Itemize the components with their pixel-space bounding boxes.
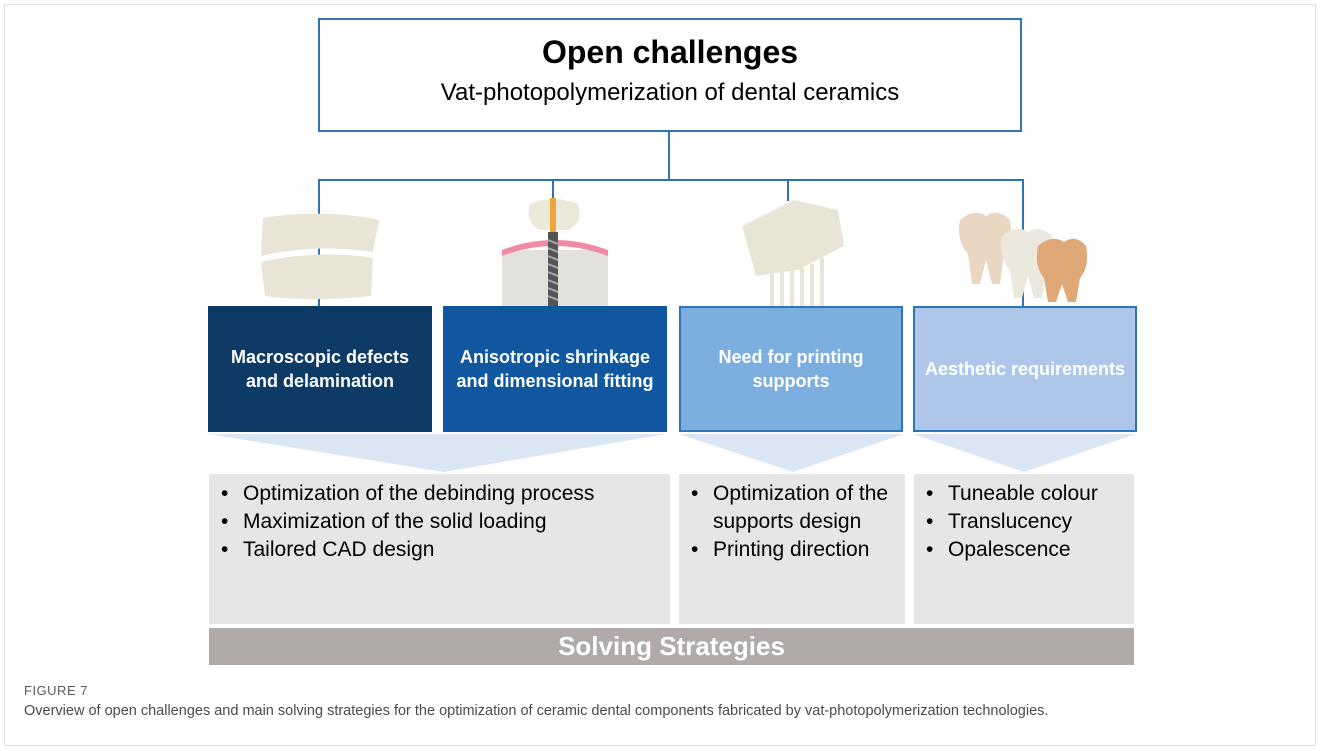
strategy-item: Tailored CAD design [219,536,660,564]
delaminated-crown-icon [261,213,379,299]
strategy-box-2: Optimization of the supports design Prin… [679,474,905,624]
solving-strategies-bar: Solving Strategies [209,628,1134,665]
challenge-macroscopic-defects: Macroscopic defects and delamination [208,306,432,432]
funnel-arrows [208,434,1136,472]
challenge-anisotropic-shrinkage: Anisotropic shrinkage and dimensional fi… [443,306,667,432]
teeth-shades-icon [959,212,1088,302]
figure-caption: Overview of open challenges and main sol… [24,703,1049,719]
funnel-arrow-left [208,434,666,472]
connector-trunk [668,132,670,180]
figure-label: FIGURE 7 [24,683,88,698]
connector-drop-3 [787,179,789,201]
dental-implant-icon [502,198,608,316]
strategy-item: Tuneable colour [924,480,1124,508]
strategy-item: Optimization of the supports design [689,480,895,536]
challenge-label: Need for printing supports [718,347,864,391]
strategy-box-3: Tuneable colour Translucency Opalescence [914,474,1134,624]
strategy-item: Translucency [924,508,1124,536]
diagram-subtitle: Vat-photopolymerization of dental cerami… [440,79,900,106]
title-box: Open challenges Vat-photopolymerization … [318,18,1022,132]
challenge-label: Anisotropic shrinkage and dimensional fi… [456,347,654,391]
strategy-item: Opalescence [924,536,1124,564]
challenge-label: Aesthetic requirements [924,359,1126,379]
funnel-arrow-right [913,434,1136,472]
printing-supports-icon [730,200,846,312]
strategy-box-1: Optimization of the debinding process Ma… [209,474,670,624]
connector-horizontal [318,179,1024,181]
challenge-printing-supports: Need for printing supports [679,306,903,432]
challenge-label: Macroscopic defects and delamination [230,347,410,391]
strategy-item: Maximization of the solid loading [219,508,660,536]
strategy-item: Optimization of the debinding process [219,480,660,508]
diagram-title: Open challenges [541,34,799,70]
connector-drop-2 [552,179,554,201]
strategy-item: Printing direction [689,536,895,564]
funnel-arrow-middle [679,434,904,472]
challenge-aesthetic-requirements: Aesthetic requirements [913,306,1137,432]
